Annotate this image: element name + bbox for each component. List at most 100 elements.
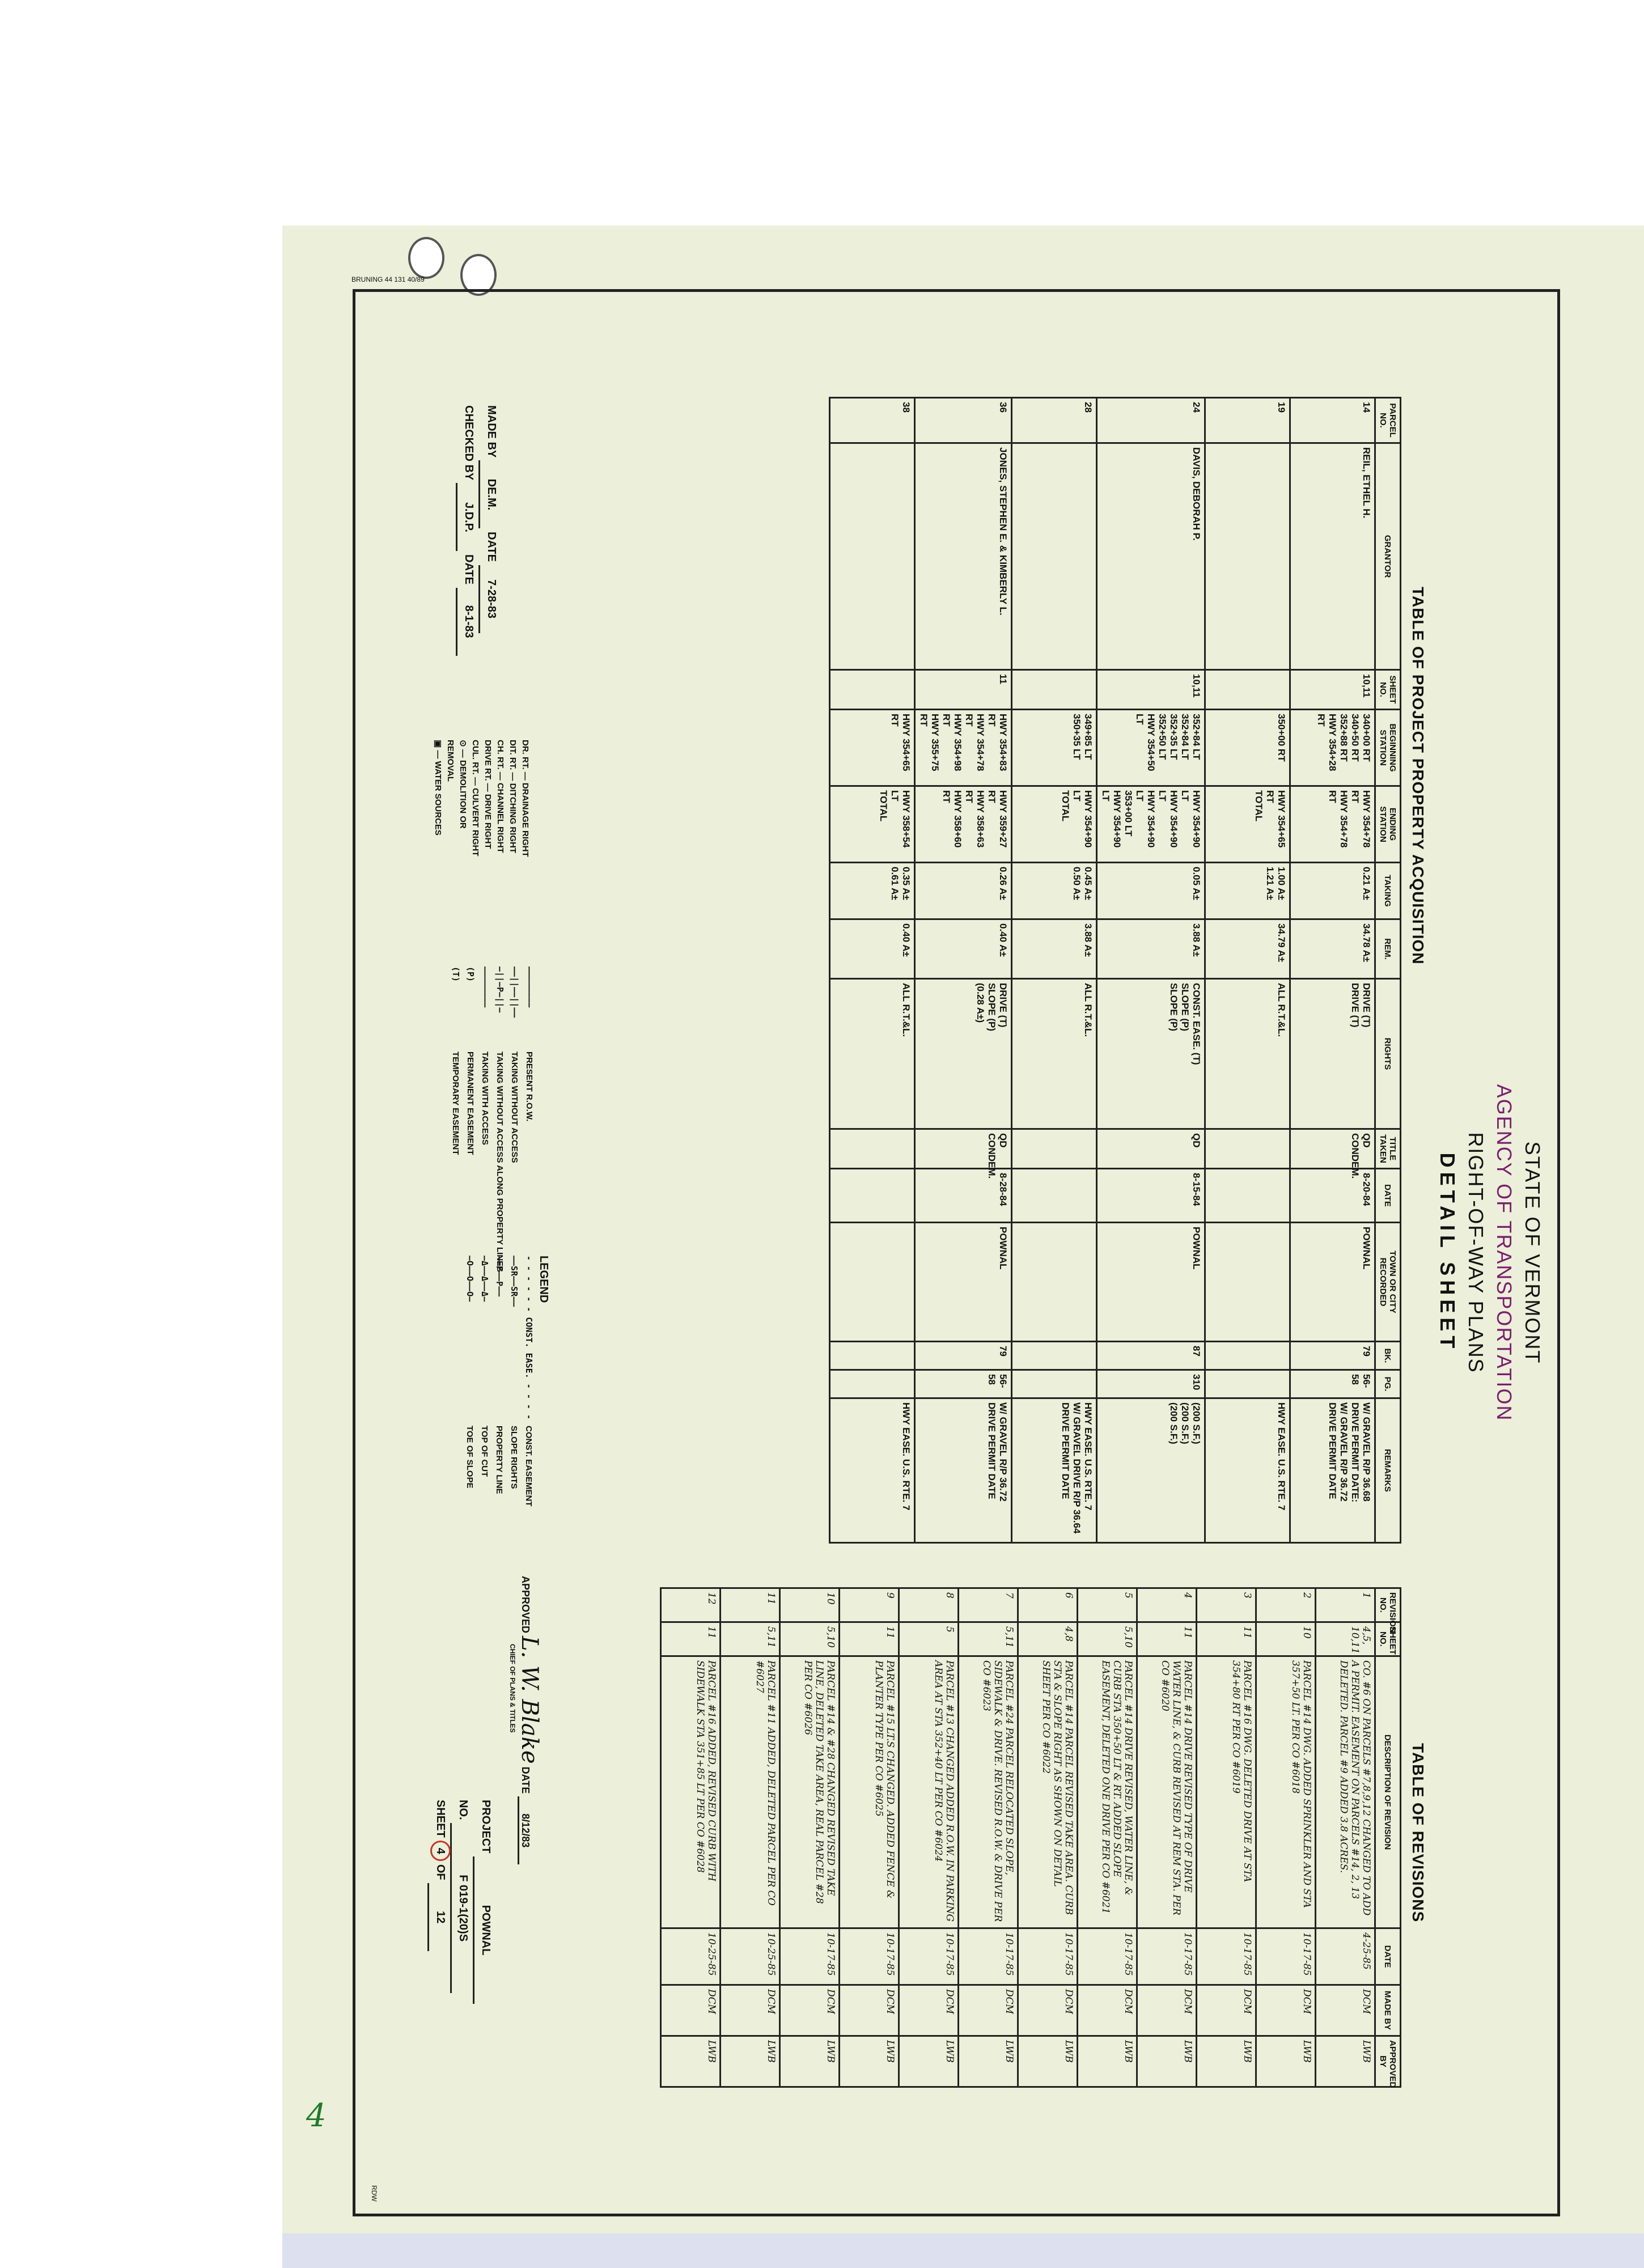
project-row: PROJECT POWNAL (473, 1800, 497, 2004)
col-rem: REM. (1375, 919, 1401, 979)
cell-pg: 56-58 (914, 1370, 1012, 1398)
legend-symbol: —||—P—||— (495, 966, 505, 1013)
rev-cell-desc: PARCEL #16 DWG. DELETED DRIVE AT STA 354… (1196, 1656, 1256, 1928)
cell-pg (1011, 1370, 1097, 1398)
rev-cell-sheet: 5,10 (779, 1622, 840, 1656)
paper-sheet (282, 226, 1644, 2244)
col-approved-by: APPROVED BY (1375, 2036, 1401, 2088)
legend-row: —O——O——O—TOE OF SLOPE (463, 1256, 477, 1507)
cell-end: HWY 359+27 RT HWY 358+63 RT HWY 358+60 R… (914, 786, 1012, 863)
revision-table-title: TABLE OF REVISIONS (1409, 1743, 1427, 1923)
rev-cell-desc: PARCEL #14 DWG. ADDED SPRINKLER AND STA … (1256, 1656, 1316, 1928)
cell-sheet (829, 669, 915, 710)
rev-cell-sheet: 11 (839, 1622, 899, 1656)
cell-rights: ALL R.T.&L. (1011, 978, 1097, 1129)
rev-cell-by: DCM (1256, 1985, 1316, 2036)
rev-cell-desc: PARCEL #14 DRIVE REVISED, WATER LINE, & … (1077, 1656, 1137, 1928)
cell-date (1011, 1168, 1097, 1223)
rev-cell-no: 12 (660, 1588, 721, 1622)
rev-cell-app: LWB (1315, 2036, 1375, 2087)
cell-rights: ALL R.T.&L. (1205, 978, 1290, 1129)
abbr-item: DRIVE RT. — DRIVE RIGHT (483, 740, 493, 849)
cell-town (1011, 1222, 1097, 1342)
sheet-total: 12 (427, 1883, 452, 1952)
agency-title: AGENCY OF TRANSPORTATION (1493, 1084, 1516, 1422)
col-sheet: SHEET NO. (1375, 669, 1401, 710)
state-title: STATE OF VERMONT (1521, 1141, 1544, 1364)
rev-cell-app: LWB (1137, 2036, 1197, 2087)
cell-taking: 0.21 A± (1290, 862, 1375, 919)
margin-number: 4 (306, 2097, 327, 2134)
rev-cell-by: DCM (779, 1985, 840, 2036)
made-checked-block: MADE BY DE.M. DATE 7-28-83 CHECKED BY J.… (456, 405, 503, 656)
detail-sheet-title: DETAIL SHEET (1436, 1152, 1459, 1353)
rev-cell-by: DCM (1018, 1985, 1078, 2036)
rev-cell-by: DCM (1315, 1985, 1375, 2036)
legend-symbol: ——SR——SR—— (509, 1256, 519, 1307)
cell-end: HWY 354+78 RT HWY 354+78 RT (1290, 786, 1375, 863)
rev-cell-date: 10-25-85 (720, 1928, 780, 1985)
cell-begin: 352+84 LT 352+84 LT 352+35 LT 352+50 LT … (1096, 709, 1205, 786)
cell-remarks: W/ GRAVEL R/P 36.68 DRIVE PERMIT DATE: W… (1290, 1398, 1375, 1543)
legend-symbol: —Δ——Δ——Δ— (480, 1256, 490, 1302)
legend-row: - - - - - - CONST. EASE. - - - -CONST. E… (522, 1256, 536, 1507)
cell-title: QD CONDEM. (1290, 1129, 1375, 1178)
cell-parcel: 24 (1096, 397, 1205, 443)
col-parcel: PARCEL NO. (1375, 397, 1401, 443)
col-date: DATE (1375, 1168, 1401, 1223)
rev-cell-date: 10-17-85 (1196, 1928, 1256, 1985)
acquisition-header-row: PARCEL NO. GRANTOR SHEET NO. BEGINNING S… (1375, 397, 1401, 1543)
rev-cell-sheet: 4,5, 10,11 (1315, 1622, 1375, 1656)
col-rev-sheet: SHEET NO. (1375, 1622, 1401, 1656)
rev-cell-sheet: 10 (1256, 1622, 1316, 1656)
cell-end: HWY 354+90 LT TOTAL (1011, 786, 1097, 863)
checked-by-label: CHECKED BY (463, 405, 475, 480)
col-grantor: GRANTOR (1375, 443, 1401, 670)
rev-cell-sheet: 11 (660, 1622, 721, 1656)
rev-cell-no: 5 (1077, 1588, 1137, 1622)
rev-cell-no: 7 (958, 1588, 1018, 1622)
rev-cell-by: DCM (839, 1985, 899, 2036)
checked-by-row: CHECKED BY J.D.P. DATE 8-1-83 (456, 405, 480, 656)
cell-rem: 0.40 A± (829, 919, 915, 979)
rev-cell-desc: CO. #6 ON PARCELS #7,8,9,12 CHANGED TO A… (1315, 1656, 1375, 1928)
col-title-taken: TITLE TAKEN (1375, 1129, 1401, 1169)
cell-begin: HWY 354+65 RT (829, 709, 915, 786)
of-label: OF (434, 1864, 447, 1880)
rev-cell-by: DCM (899, 1985, 959, 2036)
cell-end: HWY 354+90 LT HWY 354+90 LT HWY 354+90 L… (1096, 786, 1205, 863)
rev-cell-date: 10-17-85 (839, 1928, 899, 1985)
made-by-row: MADE BY DE.M. DATE 7-28-83 (478, 405, 503, 656)
rev-cell-date: 10-17-85 (1256, 1928, 1316, 1985)
legend-label: PRESENT R.O.W. (524, 1052, 534, 1122)
cell-bk: 87 (1096, 1341, 1205, 1370)
cell-grantor (829, 443, 915, 670)
legend-label: PROPERTY LINE (494, 1426, 504, 1494)
plan-border: STATE OF VERMONT AGENCY OF TRANSPORTATIO… (353, 289, 1560, 2216)
checked-by-value: J.D.P. (456, 483, 480, 552)
cell-sheet: 10,11 (1096, 669, 1205, 710)
rev-cell-sheet: 11 (1137, 1622, 1197, 1656)
cell-title (1205, 1129, 1290, 1169)
cell-pg (1205, 1370, 1290, 1398)
abbr-item: DR. RT. — DRAINAGE RIGHT (520, 740, 530, 857)
cell-town (1205, 1222, 1290, 1342)
approval-block: APPROVED L. W. Blake DATE 8/12/83 CHIEF … (509, 1576, 543, 1865)
rev-cell-desc: PARCEL #14 DRIVE REVISED TYPE OF DRIVE W… (1137, 1656, 1197, 1928)
project-name: POWNAL (473, 1856, 497, 2004)
legend-row: ——P——P——PROPERTY LINE (492, 1256, 507, 1507)
cell-date: 8-15-84 (1096, 1168, 1205, 1223)
legend-row: ————————PRESENT R.O.W. (522, 966, 537, 1272)
cell-sheet: 11 (914, 669, 1012, 710)
rev-cell-app: LWB (779, 2036, 840, 2087)
legend-left: ————————PRESENT R.O.W. ——||——||——TAKING … (448, 966, 537, 1272)
cell-town: POWNAL (914, 1222, 1012, 1342)
cell-remarks: HWY EASE. U.S. RTE. 7 (829, 1398, 915, 1543)
rev-cell-no: 3 (1196, 1588, 1256, 1622)
cell-bk (1205, 1341, 1290, 1370)
